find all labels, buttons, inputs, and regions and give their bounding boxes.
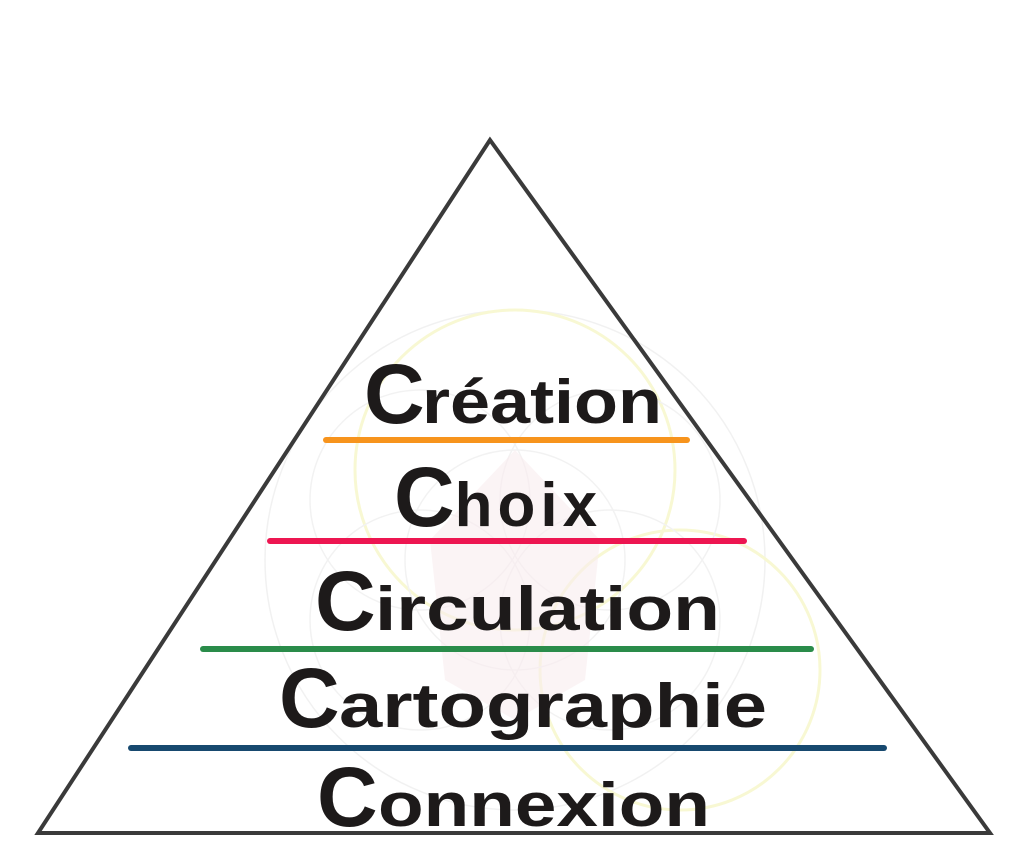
level-circulation: Circulation [315, 554, 720, 648]
level-choix: Choix [394, 450, 603, 544]
level-connexion: Connexion [317, 750, 710, 844]
background-watermark [264, 308, 822, 812]
pyramid-outline [34, 136, 994, 835]
level-creation: Création [364, 347, 662, 441]
level-cartographie: Cartographie [279, 651, 767, 745]
